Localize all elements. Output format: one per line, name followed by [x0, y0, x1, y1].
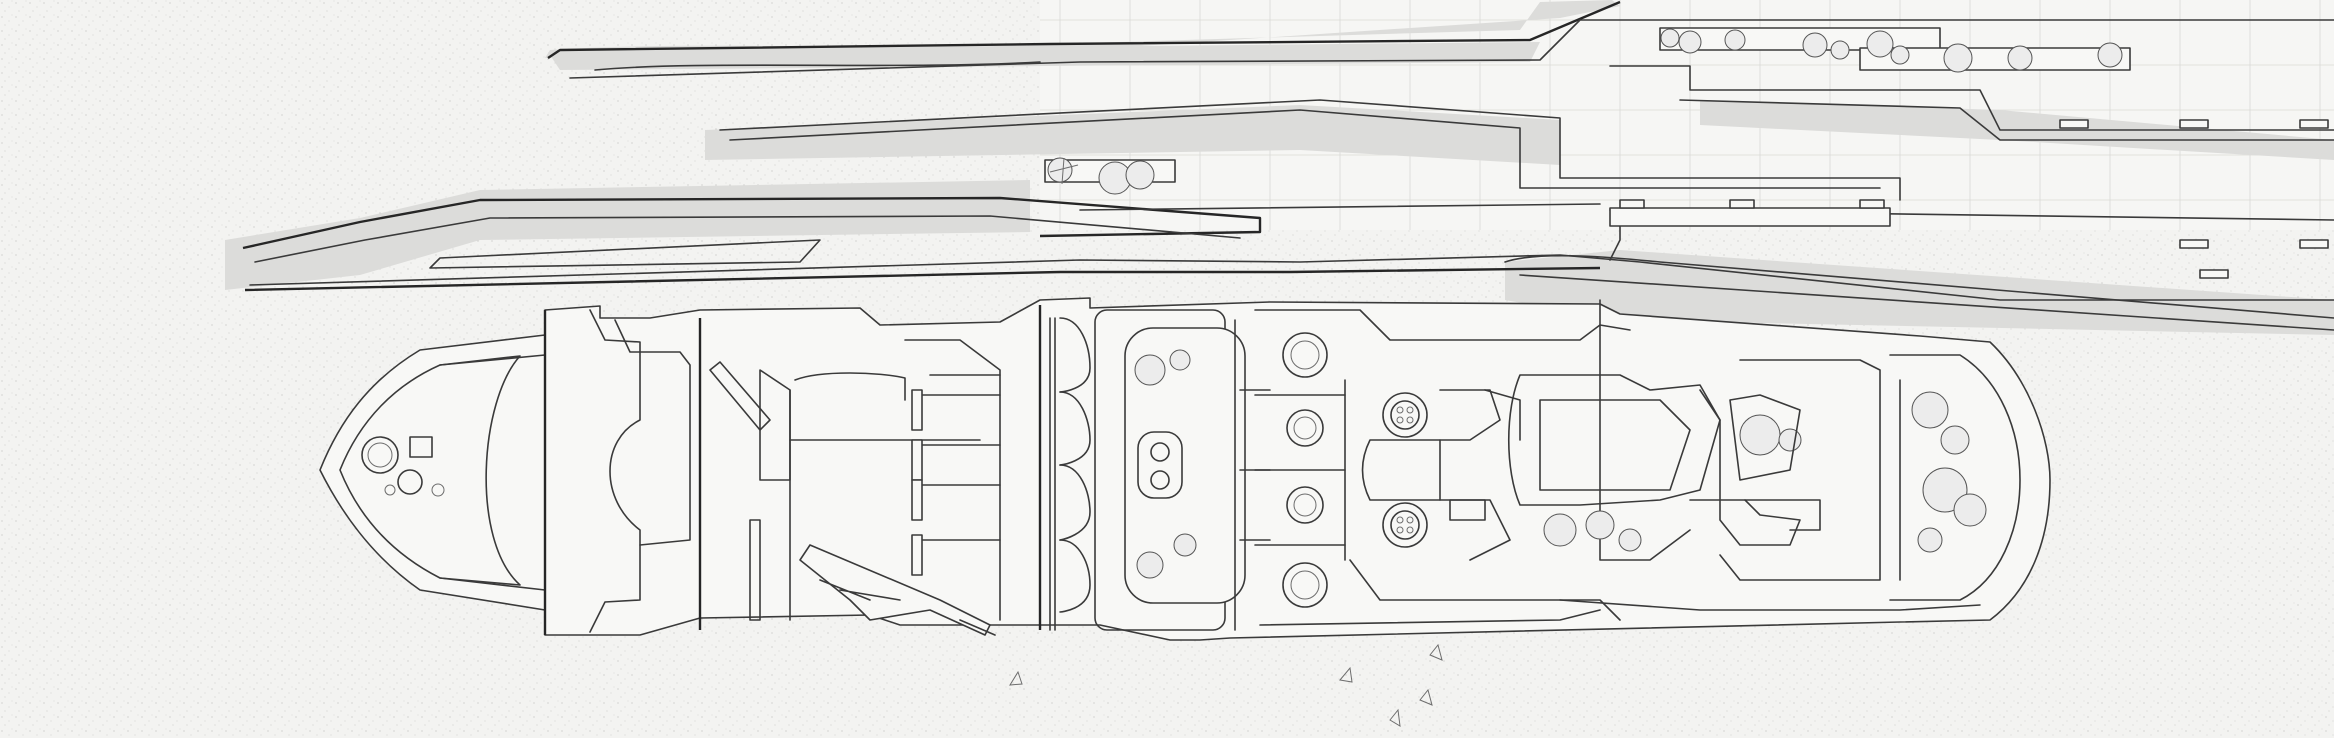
stair-north — [709, 361, 771, 431]
stair-west — [749, 519, 761, 621]
water-channels — [225, 0, 2334, 335]
promenade-linework — [242, 0, 2334, 331]
leaf-marks — [1009, 643, 1443, 727]
main-building — [319, 297, 2051, 641]
planter-trees-top — [1047, 28, 2123, 195]
